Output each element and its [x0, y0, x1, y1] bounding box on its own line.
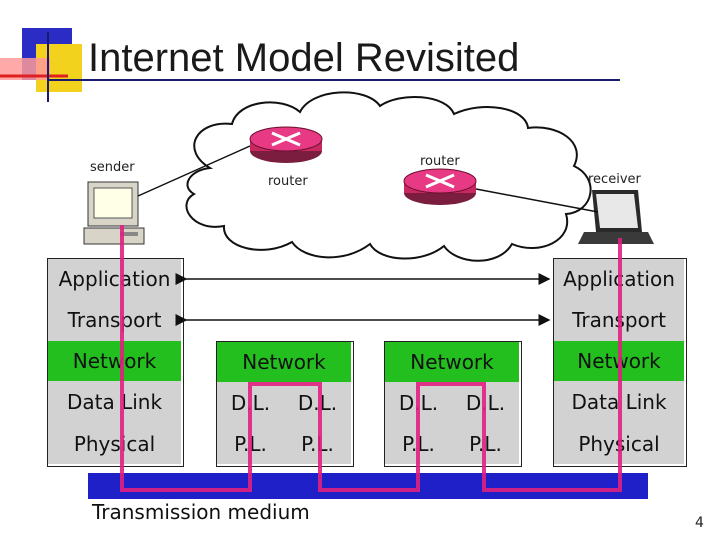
- router-left-icon: [249, 126, 323, 163]
- receiver-laptop-icon: [578, 190, 654, 244]
- router-left-physical-b: P.L.: [284, 424, 351, 464]
- data-path-line: [120, 225, 622, 492]
- router-right-protocol-stack: [384, 341, 522, 467]
- sender-application-layer: Application: [48, 259, 181, 299]
- router-right-label: router: [420, 154, 460, 169]
- transmission-medium-bar: [88, 473, 648, 499]
- router-left-protocol-stack: [216, 341, 354, 467]
- sender-network-layer: Network: [48, 341, 181, 381]
- router-to-receiver-link: [475, 188, 599, 213]
- router-right-network-layer: Network: [385, 342, 519, 382]
- sender-protocol-stack: [47, 258, 184, 467]
- sender-transport-layer: Transport: [48, 299, 181, 341]
- sender-computer-icon: [83, 181, 145, 245]
- router-right-icon: [403, 168, 477, 205]
- sender-to-router-link: [137, 145, 251, 197]
- sender-physical-layer: Physical: [48, 423, 181, 464]
- receiver-label: receiver: [588, 172, 641, 187]
- router-left-network-layer: Network: [217, 342, 351, 382]
- sender-datalink-layer: Data Link: [48, 381, 181, 423]
- slide-page-number: 4: [695, 515, 704, 531]
- router-left-label: router: [268, 174, 308, 189]
- transmission-medium-label: Transmission medium: [92, 500, 310, 524]
- router-left-datalink-b: D.L.: [284, 382, 351, 424]
- sender-label: sender: [90, 160, 135, 175]
- slide-title: Internet Model Revisited: [88, 36, 520, 80]
